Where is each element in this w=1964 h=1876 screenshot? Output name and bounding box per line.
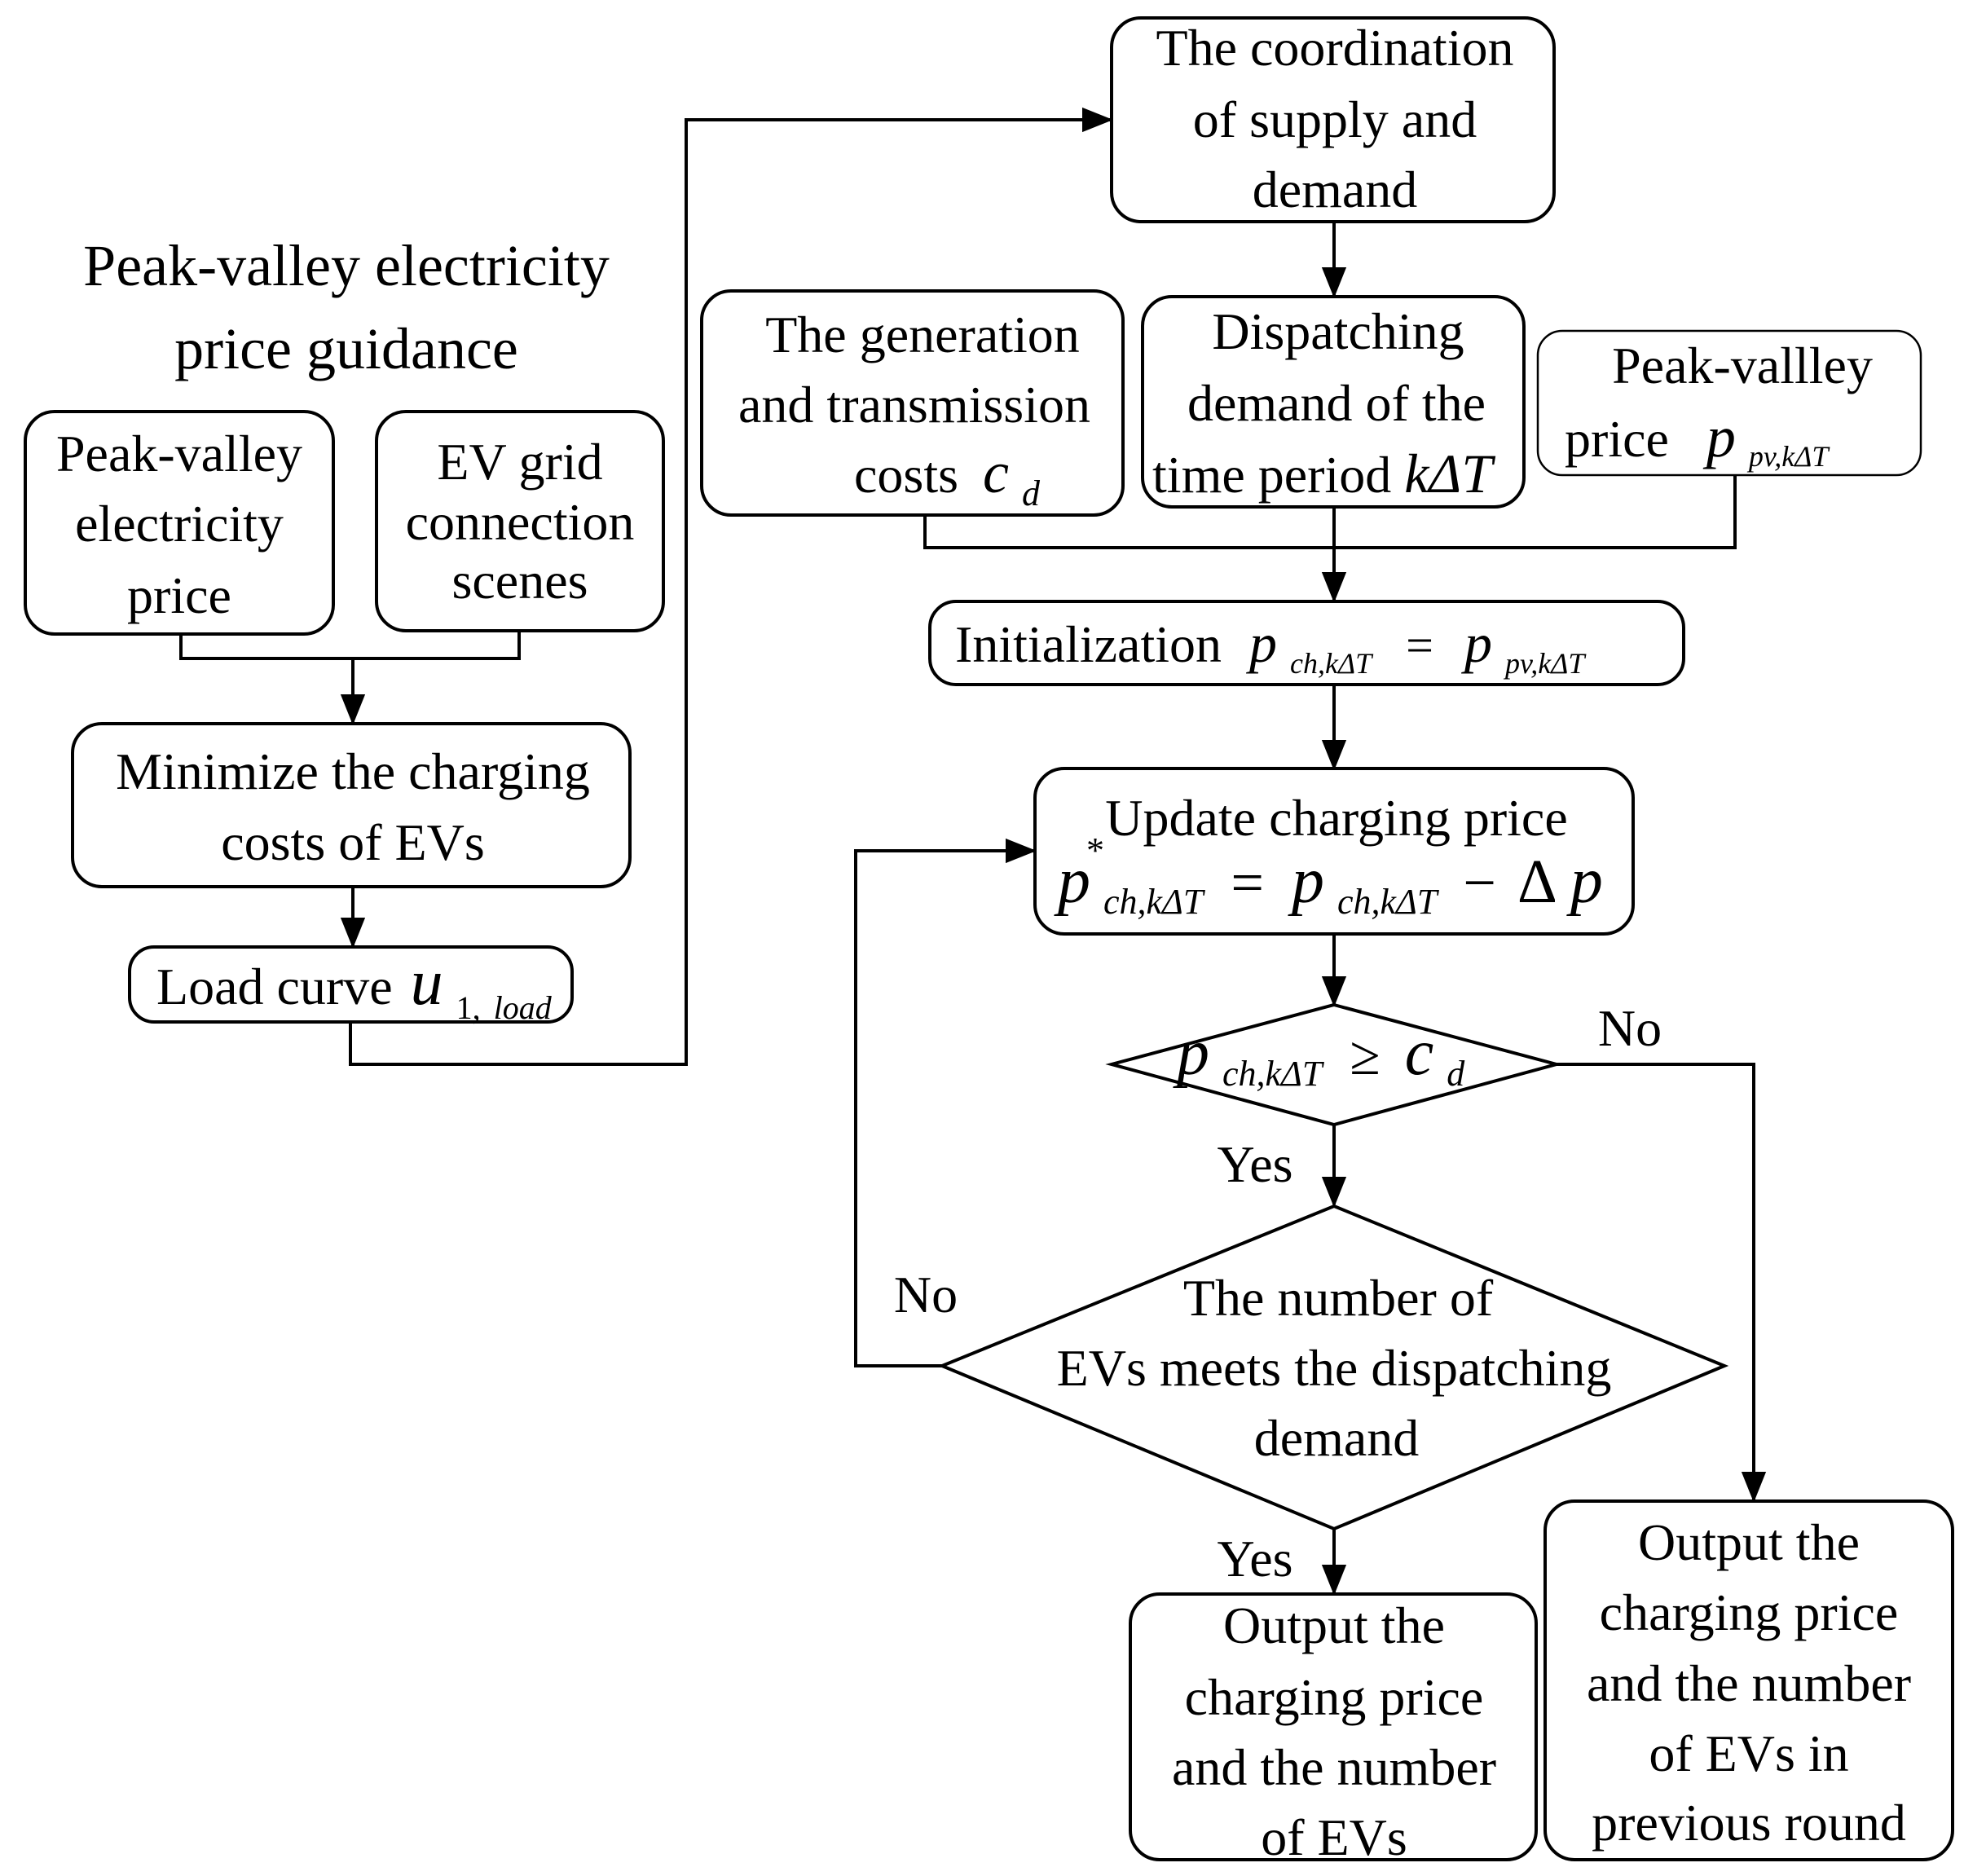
output-no-line5: previous round: [1592, 1794, 1906, 1852]
decision2-line1: The number of: [1183, 1269, 1494, 1327]
box-initialization: Initialization p ch,kΔT = p pv,kΔT: [928, 600, 1685, 686]
box-ev-grid-line1: EV grid: [437, 433, 602, 491]
decision2-line2: EVs meets the dispatching: [1057, 1339, 1612, 1397]
box-peak-vallley-price: Peak-vallley price p pv,kΔT: [1536, 329, 1922, 477]
box-generation-line3: costs c d: [854, 440, 1041, 513]
box-peak-vallley-line2: price p pv,kΔT: [1565, 404, 1830, 473]
box-peak-vallley-line1: Peak-vallley: [1612, 337, 1873, 394]
decision2-line3: demand: [1254, 1409, 1420, 1467]
box-coordination-line1: The coordination: [1156, 19, 1514, 77]
box-generation-line2: and transmission: [738, 376, 1090, 434]
box-load-curve: Load curve u 1, load: [128, 945, 574, 1030]
arrow-decision2-no: [854, 838, 1037, 1367]
output-no-line2: charging price: [1600, 1583, 1899, 1641]
initialization-text: Initialization p ch,kΔT = p pv,kΔT: [955, 612, 1587, 685]
output-no-line1: Output the: [1638, 1513, 1860, 1571]
box-peak-valley-line1: Peak-valley: [56, 425, 302, 482]
box-ev-grid-line3: scenes: [451, 552, 588, 610]
box-generation-transmission-costs: The generation and transmission costs c …: [700, 289, 1125, 517]
box-ev-grid-line2: connection: [406, 493, 635, 551]
box-dispatching-line2: demand of the: [1187, 374, 1486, 432]
box-coordination-supply-demand: The coordination of supply and demand: [1110, 16, 1556, 223]
decision1-formula: p ch,kΔT ≥ c d: [1173, 1017, 1465, 1097]
label-yes-decision1: Yes: [1217, 1135, 1292, 1193]
update-formula: p ch,kΔT = p ch,kΔT − Δ p: [1054, 845, 1603, 925]
label-no-decision1: No: [1598, 999, 1662, 1057]
arrow-load-to-coordination: [349, 107, 1113, 1066]
diagram-title-line2: price guidance: [174, 316, 518, 381]
box-minimize-line2: costs of EVs: [221, 813, 485, 871]
box-dispatching-demand: Dispatching demand of the time period kΔ…: [1141, 295, 1526, 509]
box-peak-valley-line3: price: [127, 566, 231, 624]
box-ev-grid-connection: EV grid connection scenes: [375, 410, 665, 632]
diagram-title-line1: Peak-valley electricity: [83, 233, 610, 298]
output-no-line3: and the number: [1587, 1654, 1911, 1712]
label-yes-decision2: Yes: [1217, 1530, 1292, 1588]
box-generation-line1: The generation: [765, 306, 1080, 363]
connector-inputs-merge: [923, 475, 1737, 549]
label-no-decision2: No: [894, 1266, 958, 1323]
decision-number-of-evs: The number of EVs meets the dispatching …: [937, 1204, 1729, 1531]
decision-price-vs-cost: p ch,kΔT ≥ c d: [1105, 1002, 1563, 1127]
box-peak-valley-line2: electricity: [75, 495, 284, 553]
output-yes-line4: of EVs: [1261, 1808, 1407, 1866]
box-coordination-line3: demand: [1253, 161, 1418, 218]
box-dispatching-line1: Dispatching: [1212, 302, 1464, 360]
box-output-no: Output the charging price and the number…: [1543, 1499, 1954, 1861]
box-peak-valley-electricity-price: Peak-valley electricity price: [24, 410, 335, 636]
output-yes-line2: charging price: [1185, 1668, 1484, 1726]
output-yes-line1: Output the: [1223, 1596, 1445, 1654]
load-curve-label: Load curve u 1, load: [156, 947, 553, 1030]
box-dispatching-line3: time period kΔT: [1152, 443, 1495, 504]
connector-left-merge: [179, 631, 521, 660]
update-star: *: [1086, 830, 1104, 870]
update-label: Update charging price: [1105, 789, 1567, 847]
box-minimize-charging-costs: Minimize the charging costs of EVs: [71, 722, 632, 888]
box-coordination-line2: of supply and: [1193, 90, 1477, 148]
box-minimize-line1: Minimize the charging: [116, 742, 590, 800]
box-update-charging-price: Update charging price * p ch,kΔT = p ch,…: [1033, 767, 1635, 936]
box-output-yes: Output the charging price and the number…: [1129, 1592, 1538, 1866]
output-yes-line3: and the number: [1172, 1738, 1496, 1796]
output-no-line4: of EVs in: [1649, 1724, 1848, 1782]
arrow-decision1-no: [1557, 1063, 1767, 1503]
connectors: [179, 107, 1767, 1596]
